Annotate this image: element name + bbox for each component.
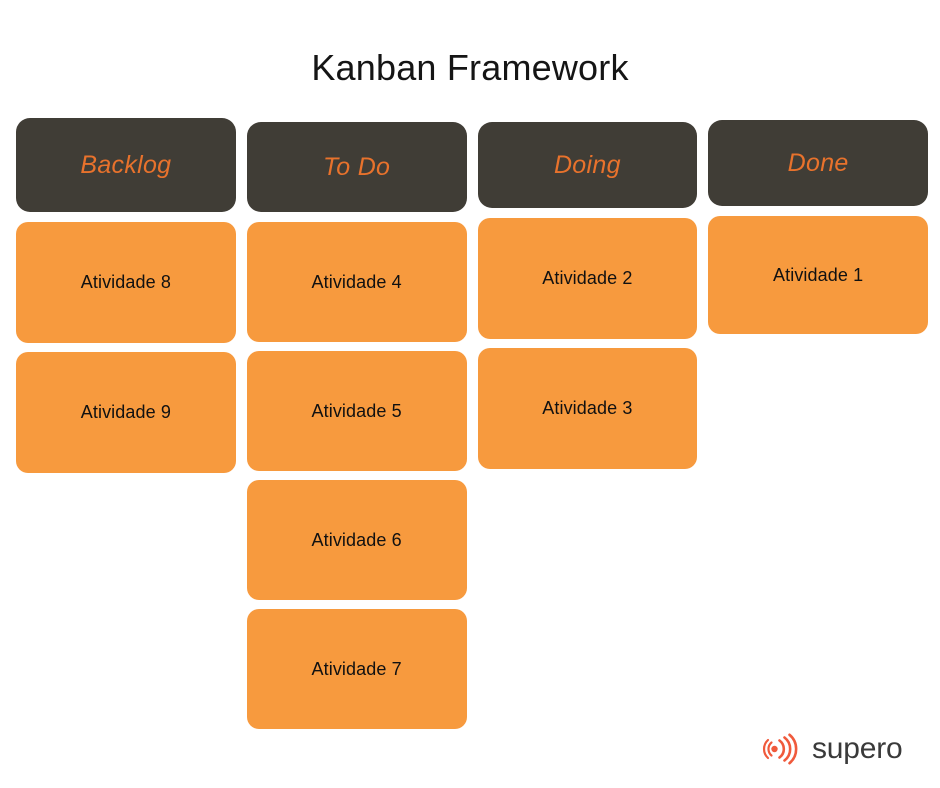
signal-waves-icon — [763, 733, 798, 765]
column-card-list-backlog: Atividade 8 Atividade 9 — [16, 222, 236, 473]
kanban-card[interactable]: Atividade 8 — [16, 222, 236, 343]
kanban-card[interactable]: Atividade 1 — [708, 216, 928, 334]
kanban-column-backlog: Backlog Atividade 8 Atividade 9 — [16, 118, 236, 473]
brand-logo: supero — [762, 726, 928, 772]
kanban-column-doing: Doing Atividade 2 Atividade 3 — [477, 122, 698, 469]
kanban-card[interactable]: Atividade 2 — [477, 218, 698, 339]
column-header-backlog[interactable]: Backlog — [16, 118, 236, 212]
kanban-card[interactable]: Atividade 5 — [246, 351, 467, 471]
column-header-done[interactable]: Done — [708, 120, 928, 206]
kanban-card[interactable]: Atividade 9 — [16, 352, 236, 473]
page-title: Kanban Framework — [311, 47, 629, 88]
kanban-card[interactable]: Atividade 7 — [246, 609, 467, 729]
kanban-card[interactable]: Atividade 4 — [246, 222, 467, 342]
brand-name: supero — [812, 732, 903, 765]
column-card-list-done: Atividade 1 — [708, 216, 928, 334]
column-card-list-doing: Atividade 2 Atividade 3 — [477, 218, 698, 469]
column-card-list-to-do: Atividade 4 Atividade 5 Atividade 6 Ativ… — [246, 222, 467, 729]
kanban-card[interactable]: Atividade 6 — [246, 480, 467, 600]
kanban-card[interactable]: Atividade 3 — [477, 348, 698, 469]
column-header-doing[interactable]: Doing — [477, 122, 698, 208]
kanban-board: Backlog Atividade 8 Atividade 9 To Do At… — [16, 118, 928, 729]
kanban-column-done: Done Atividade 1 — [708, 120, 928, 334]
kanban-column-to-do: To Do Atividade 4 Atividade 5 Atividade … — [246, 122, 467, 729]
column-header-to-do[interactable]: To Do — [246, 122, 467, 212]
